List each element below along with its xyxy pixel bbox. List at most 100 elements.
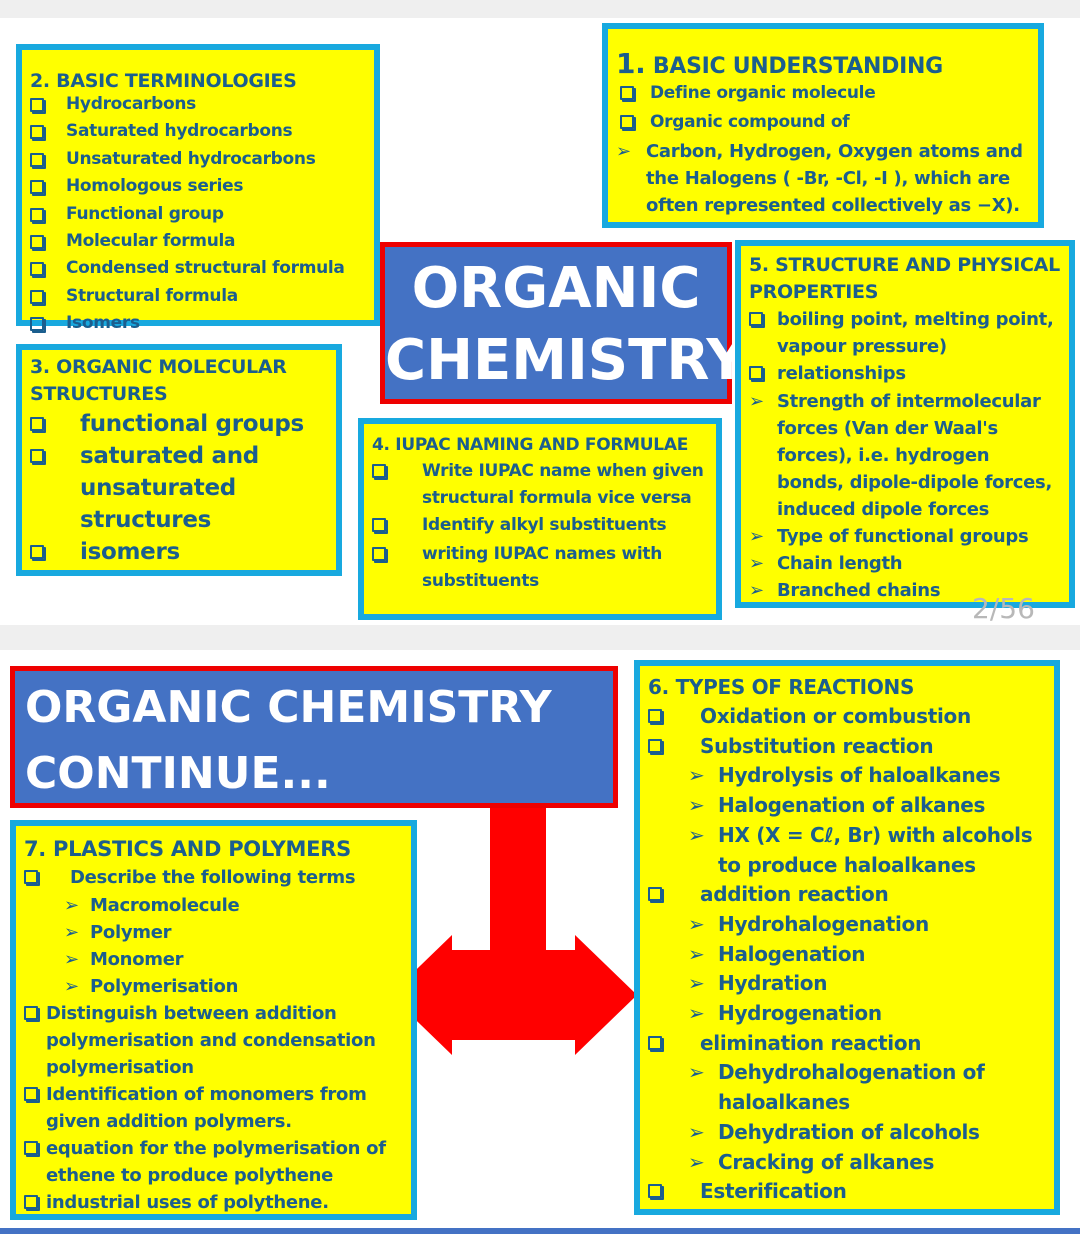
title-line-2: CHEMISTRY <box>385 328 747 393</box>
list-item-text: Carbon, Hydrogen, Oxygen atoms and the H… <box>646 141 1023 216</box>
list-item: writing IUPAC names with substituents <box>372 541 708 595</box>
box-heading: 5. STRUCTURE AND PHYSICAL PROPERTIES <box>749 254 1060 303</box>
arrow-bullet-icon: ➢ <box>688 1060 705 1085</box>
list-item-text: Dehydrohalogenation of haloalkanes <box>718 1060 985 1115</box>
list-item-text: Oxidation or combustion <box>700 704 971 728</box>
list-item: addition reaction <box>648 880 1046 910</box>
checkbox-bullet-icon <box>372 512 422 541</box>
list-item: ➢Macromolecule <box>24 892 403 919</box>
list-item: ➢Cracking of alkanes <box>648 1148 1046 1178</box>
list-item-text: Identify alkyl substituents <box>422 515 667 535</box>
list-item: industrial uses of polythene. <box>24 1189 403 1217</box>
box-heading: 3. ORGANIC MOLECULAR STRUCTURES <box>30 356 287 405</box>
next-slide-edge <box>0 1228 1080 1234</box>
list-item: ➢ Hydration <box>648 969 1046 999</box>
list-item-text: elimination reaction <box>700 1030 922 1055</box>
list-item: ➢HX (X = Cℓ, Br) with alcohols to produc… <box>648 821 1046 880</box>
list-item: Distinguish between addition polymerisat… <box>24 1000 403 1081</box>
checkbox-bullet-icon <box>30 174 66 201</box>
list-item: ➢Strength of intermolecular forces (Van … <box>749 388 1061 523</box>
list-item: ➢ Hydrogenation <box>648 999 1046 1029</box>
list-item-text: Type of functional groups <box>777 526 1029 547</box>
organic-chemistry-title: ORGANIC CHEMISTRY <box>380 242 747 404</box>
title-line-1: ORGANIC CHEMISTRY <box>25 682 552 733</box>
checkbox-bullet-icon <box>620 109 650 138</box>
list-item-text: Hydrolysis of haloalkanes <box>718 763 1001 788</box>
arrow-bullet-icon: ➢ <box>688 1001 705 1026</box>
list-item: ➢ Type of functional groups <box>749 523 1061 550</box>
checkbox-bullet-icon <box>372 458 422 512</box>
list-item: ➢Monomer <box>24 946 403 973</box>
plastics-polymers-box: 7. PLASTICS AND POLYMERS Describe the fo… <box>10 820 417 1220</box>
checkbox-bullet-icon <box>24 1000 46 1081</box>
list-item-text: industrial uses of polythene. <box>46 1192 329 1213</box>
title-line-2: CONTINUE... <box>25 748 331 799</box>
list-item: Identify alkyl substituents <box>372 512 708 541</box>
list-item: Molecular formula <box>30 229 366 256</box>
list-item-text: Chain length <box>777 553 903 574</box>
organic-chemistry-continue-title: ORGANIC CHEMISTRY CONTINUE... <box>10 666 618 808</box>
list-item-text: Homologous series <box>66 176 244 197</box>
checkbox-bullet-icon <box>24 1081 46 1135</box>
list-item-text: Unsaturated hydrocarbons <box>66 148 316 169</box>
list-item-text: Distinguish between addition polymerisat… <box>46 1003 376 1078</box>
basic-understanding-box: 1. BASIC UNDERSTANDING Define organic mo… <box>602 23 1044 228</box>
list-item: elimination reaction <box>648 1029 1046 1059</box>
list-item-text: boiling point, melting point, vapour pre… <box>777 309 1054 357</box>
box-heading: 1. BASIC UNDERSTANDING <box>616 47 943 80</box>
arrow-bullet-icon: ➢ <box>749 526 764 547</box>
slide-2: ORGANIC CHEMISTRY CONTINUE... 6. TYPES O… <box>0 650 1080 1228</box>
arrow-bullet-icon: ➢ <box>749 391 764 412</box>
arrow-bullet-icon: ➢ <box>616 141 631 162</box>
list-item: Identification of monomers from given ad… <box>24 1081 403 1135</box>
checkbox-bullet-icon <box>30 229 66 256</box>
checkbox-bullet-icon <box>620 80 650 109</box>
list-item-text: Saturated hydrocarbons <box>66 121 293 142</box>
checkbox-bullet-icon <box>30 256 66 283</box>
list-item: ➢Halogenation <box>648 940 1046 970</box>
arrow-bullet-icon: ➢ <box>749 580 764 601</box>
list-item-text: Hydrohalogenation <box>718 911 929 936</box>
list-item: ➢ Dehydrohalogenation of haloalkanes <box>648 1058 1046 1117</box>
types-of-reactions-box: 6. TYPES OF REACTIONS Oxidation or combu… <box>634 660 1060 1215</box>
list-item-text: Substitution reaction <box>700 733 934 758</box>
arrow-bullet-icon: ➢ <box>688 971 705 996</box>
list-item-text: Esterification <box>700 1179 847 1204</box>
list-item-text: Cracking of alkanes <box>718 1149 935 1174</box>
list-item: Isomers <box>30 311 366 338</box>
list-item-text: Dehydration of alcohols <box>718 1119 980 1144</box>
list-item: ➢Polymerisation <box>24 973 403 1000</box>
arrow-bullet-icon: ➢ <box>64 895 79 916</box>
checkbox-bullet-icon <box>30 311 66 338</box>
list-item-text: equation for the polymerisation of ethen… <box>46 1138 386 1186</box>
list-item-text: Molecular formula <box>66 231 236 252</box>
list-item-text: Monomer <box>90 949 184 970</box>
checkbox-bullet-icon <box>30 440 80 536</box>
page-indicator: 2/56 <box>972 592 1035 625</box>
list-item-text: Organic compound of <box>650 112 850 132</box>
checkbox-bullet-icon <box>24 1189 46 1217</box>
list-item-text: Isomers <box>66 313 140 334</box>
list-item: ➢Chain length <box>749 550 1061 577</box>
checkbox-bullet-icon <box>30 284 66 311</box>
checkbox-bullet-icon <box>30 536 80 568</box>
list-item-text: Polymerisation <box>90 976 239 997</box>
list-item: Saturated hydrocarbons <box>30 119 366 146</box>
checkbox-bullet-icon <box>749 360 777 388</box>
list-item-text: Hydrogenation <box>718 1001 882 1026</box>
list-item: ➢ Hydrohalogenation <box>648 910 1046 940</box>
list-item: Structural formula <box>30 284 366 311</box>
list-item: relationships <box>749 360 1061 388</box>
list-item-text: Hydrocarbons <box>66 94 196 114</box>
list-item-text: Define organic molecule <box>650 83 876 103</box>
checkbox-bullet-icon <box>648 702 700 732</box>
box-heading: 7. PLASTICS AND POLYMERS <box>24 837 351 861</box>
list-item-text: Hydration <box>718 971 828 996</box>
list-item: functional groups <box>30 408 328 440</box>
list-item-text: Structural formula <box>66 285 238 306</box>
arrow-bullet-icon: ➢ <box>688 911 705 936</box>
checkbox-bullet-icon <box>24 864 70 892</box>
list-item: equation for the polymerisation of ethen… <box>24 1135 403 1189</box>
